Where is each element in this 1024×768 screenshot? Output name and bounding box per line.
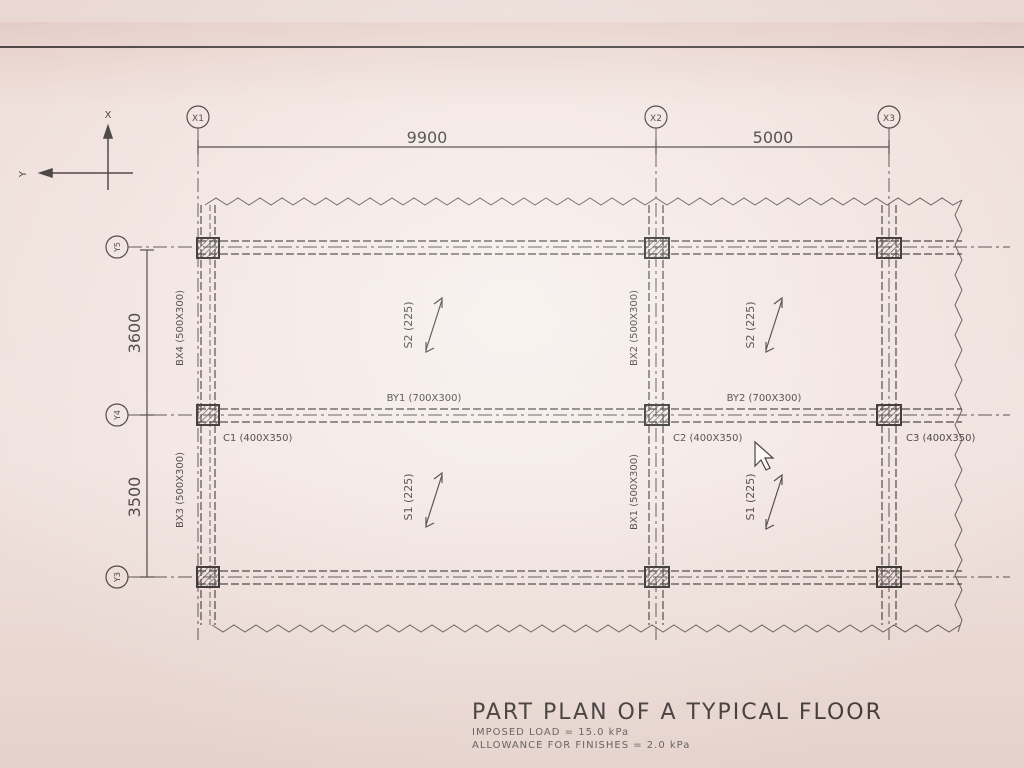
y-axis-label: Y	[18, 170, 29, 178]
column-label-c2: C2 (400X350)	[673, 433, 742, 444]
span-arrow-s1-left	[425, 471, 443, 528]
dim-span-x1-x2: 9900	[407, 128, 448, 147]
mouse-cursor-icon	[754, 440, 775, 471]
column-label-c1: C1 (400X350)	[223, 433, 292, 444]
slab-label-s2-right: S2 (225)	[744, 301, 757, 348]
dim-span-x2-x3: 5000	[753, 128, 794, 147]
column-x2-y5	[644, 237, 670, 259]
column-x1-y3	[196, 566, 220, 588]
grid-label-y4: Y4	[113, 410, 122, 421]
finishes-note: ALLOWANCE FOR FINISHES = 2.0 kPa	[472, 740, 691, 751]
imposed-load-note: IMPOSED LOAD = 15.0 kPa	[472, 727, 630, 738]
grid-label-x3: X3	[883, 114, 895, 124]
beam-label-by1: BY1 (700X300)	[387, 393, 462, 404]
break-lines	[204, 197, 963, 633]
column-x1-y5	[196, 237, 220, 259]
beam-label-bx2: BX2 (500X300)	[629, 290, 640, 366]
span-arrow-s2-right	[765, 296, 783, 353]
column-x2-y4	[644, 404, 670, 426]
grid-centre-lines	[128, 128, 1010, 640]
grid-label-x2: X2	[650, 114, 662, 124]
beam-label-bx3: BX3 (500X300)	[175, 452, 186, 528]
plan-title: PART PLAN OF A TYPICAL FLOOR	[472, 700, 883, 725]
slab-label-s1-left: S1 (225)	[402, 473, 415, 520]
title-block: PART PLAN OF A TYPICAL FLOOR IMPOSED LOA…	[472, 700, 992, 751]
column-x3-y5	[876, 237, 902, 259]
column-x1-y4	[196, 404, 220, 426]
slab-label-s2-left: S2 (225)	[402, 301, 415, 348]
dim-span-y5-y4: 3600	[125, 313, 144, 354]
span-arrow-s2-left	[425, 296, 443, 353]
dimension-lines	[140, 140, 890, 578]
span-arrow-s1-right	[765, 473, 783, 530]
dim-span-y4-y3: 3500	[125, 477, 144, 518]
beam-label-bx1: BX1 (500X300)	[629, 454, 640, 530]
column-x2-y3	[644, 566, 670, 588]
grid-label-y3: Y3	[113, 572, 122, 583]
toolbar-strip	[0, 0, 1024, 22]
column-x3-y3	[876, 566, 902, 588]
column-label-c3: C3 (400X350)	[906, 433, 975, 444]
grid-label-x1: X1	[192, 114, 204, 124]
column-x3-y4	[876, 404, 902, 426]
slab-label-s1-right: S1 (225)	[744, 473, 757, 520]
beam-label-by2: BY2 (700X300)	[727, 393, 802, 404]
x-axis-label: X	[105, 110, 112, 121]
axis-indicator	[37, 123, 133, 190]
grid-label-y5: Y5	[113, 242, 122, 253]
beam-label-bx4: BX4 (500X300)	[175, 290, 186, 366]
